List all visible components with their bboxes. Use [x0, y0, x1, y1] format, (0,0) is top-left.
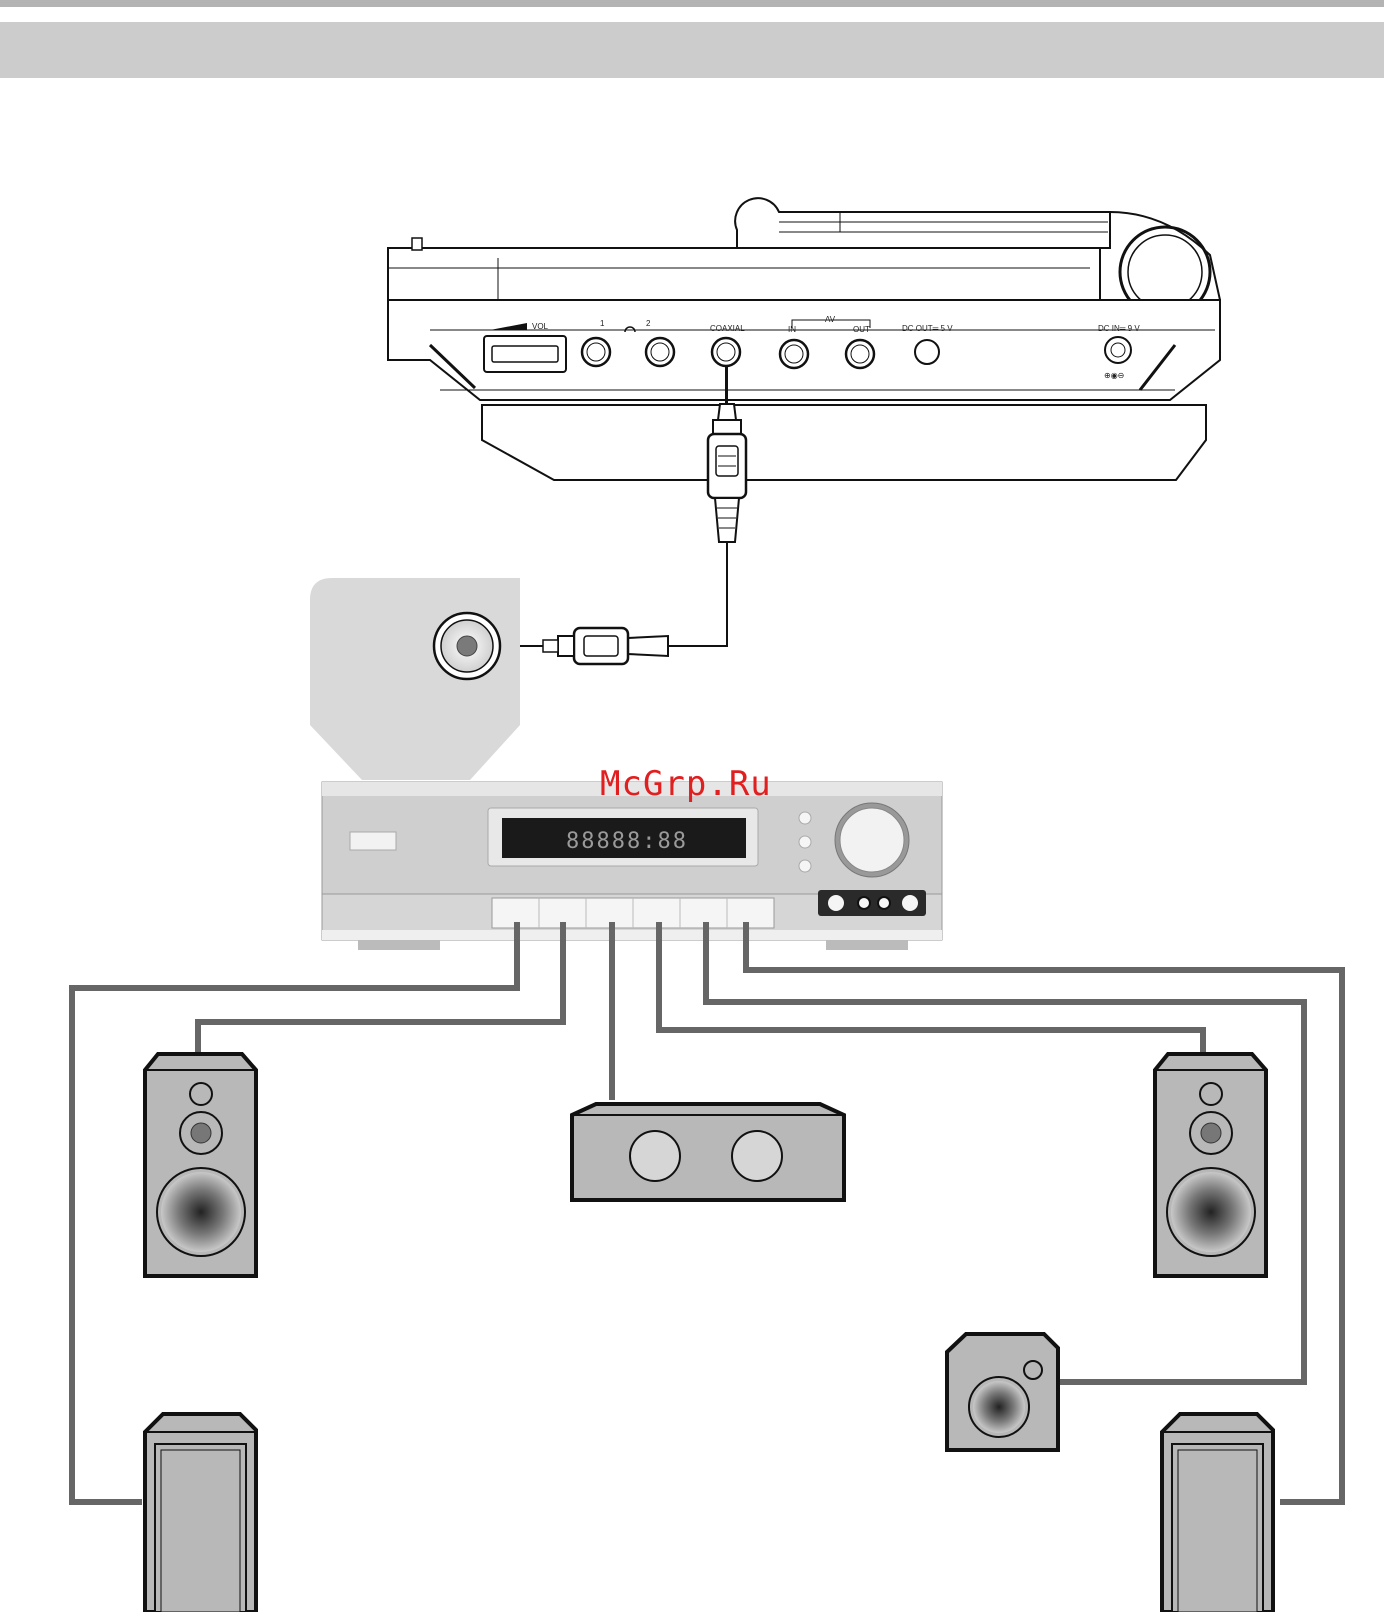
front-right-speaker [1155, 1054, 1266, 1276]
av-in-label: IN [788, 325, 796, 334]
center-speaker [572, 1104, 844, 1200]
dc-in-label: DC IN═ 9 V [1098, 324, 1140, 333]
polarity-label: ⊕◉⊖ [1104, 371, 1124, 380]
receiver-input-panel [310, 578, 520, 780]
dc-out-label: DC OUT═ 5 V [902, 324, 953, 333]
watermark: McGrp.Ru [600, 764, 772, 804]
av-out-label: OUT [853, 325, 870, 334]
receiver-display: 88888:88 [566, 829, 688, 854]
vol-label: VOL [532, 322, 549, 331]
surround-right-speaker [1162, 1414, 1273, 1612]
headphone-1-label: 1 [600, 319, 605, 328]
portable-dvd-player: VOL 1 2 COAXIAL AV IN OUT DC OUT═ 5 V DC… [388, 198, 1220, 480]
av-label: AV [825, 315, 836, 324]
headphone-2-label: 2 [646, 319, 651, 328]
av-receiver: 88888:88 McGrp.Ru [322, 764, 942, 950]
subwoofer [947, 1334, 1058, 1450]
coaxial-label: COAXIAL [710, 324, 745, 333]
surround-left-speaker [145, 1414, 256, 1612]
volume-knob [840, 808, 904, 872]
dc-out-jack [915, 340, 939, 364]
front-left-speaker [145, 1054, 256, 1276]
speaker-cables [72, 922, 1342, 1502]
